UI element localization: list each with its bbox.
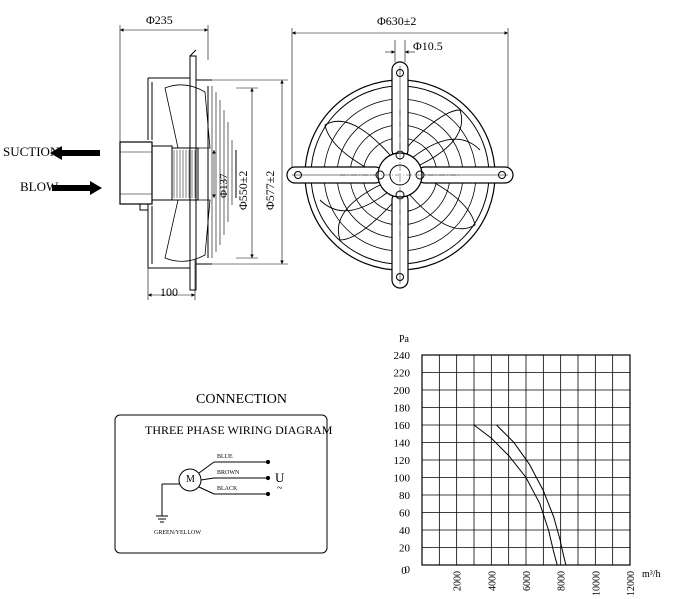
chart-xtick-label: 10000 [591, 571, 602, 596]
chart-ytick-label: 60 [399, 508, 411, 520]
wiring-diagram [114, 414, 328, 554]
wire-blue-label: BLUE [217, 454, 233, 460]
chart-ytick-label: 240 [394, 350, 411, 362]
chart-ytick-label: 200 [394, 385, 411, 397]
wiring-box-title: THREE PHASE WIRING DIAGRAM [145, 423, 333, 437]
wire-brown-label: BROWN [217, 470, 240, 476]
suction-label: SUCTION [3, 144, 60, 159]
dim-flange: 100 [160, 285, 178, 299]
performance-curve-2 [496, 424, 567, 566]
chart-ylabel: Pa [399, 334, 409, 345]
dim-hole: Φ10.5 [413, 39, 443, 53]
dim-side-depth: Φ235 [146, 13, 173, 27]
wire-ground-label: GREEN/YELLOW [154, 530, 201, 536]
chart-ytick-label: 0 [405, 564, 411, 576]
motor-label: M [186, 474, 195, 485]
performance-chart: 0 20 40 60 80 100 120 140 160 180 200 220 240 0 2000 40… [394, 350, 638, 596]
dim-hub: Φ137 [218, 173, 230, 198]
chart-xtick-label: 12000 [626, 571, 637, 596]
chart-ytick-label: 80 [399, 490, 411, 502]
chart-ytick-label: 160 [394, 420, 411, 432]
chart-ytick-label: 180 [394, 403, 411, 415]
chart-ytick-label: 20 [399, 543, 411, 555]
chart-xlabel: m³/h [642, 569, 661, 580]
chart-xtick-label: 6000 [522, 571, 533, 591]
performance-curve-1 [473, 424, 558, 566]
chart-ytick-label: 220 [394, 368, 411, 380]
dim-blade: Φ550±2 [236, 170, 250, 210]
wire-black-label: BLACK [217, 486, 238, 492]
suction-arrow-icon [50, 146, 100, 160]
dim-ring: Φ577±2 [263, 170, 277, 210]
chart-ytick-label: 40 [399, 525, 411, 537]
chart-ytick-label: 120 [394, 455, 411, 467]
chart-xtick-label: 0 [401, 565, 407, 577]
connection-title: CONNECTION [196, 392, 287, 407]
blow-arrow-icon [52, 181, 102, 195]
front-view [286, 28, 514, 289]
chart-ytick-label: 100 [394, 473, 411, 485]
voltage-label: U [275, 470, 285, 485]
dim-outer: Φ630±2 [377, 14, 417, 28]
side-view [50, 25, 288, 300]
voltage-symbol: ~ [277, 483, 283, 494]
chart-ytick-label: 140 [394, 438, 411, 450]
blow-label: BLOW [20, 179, 59, 194]
chart-xtick-label: 4000 [487, 571, 498, 591]
chart-xtick-label: 2000 [453, 571, 464, 591]
chart-xtick-label: 8000 [557, 571, 568, 591]
